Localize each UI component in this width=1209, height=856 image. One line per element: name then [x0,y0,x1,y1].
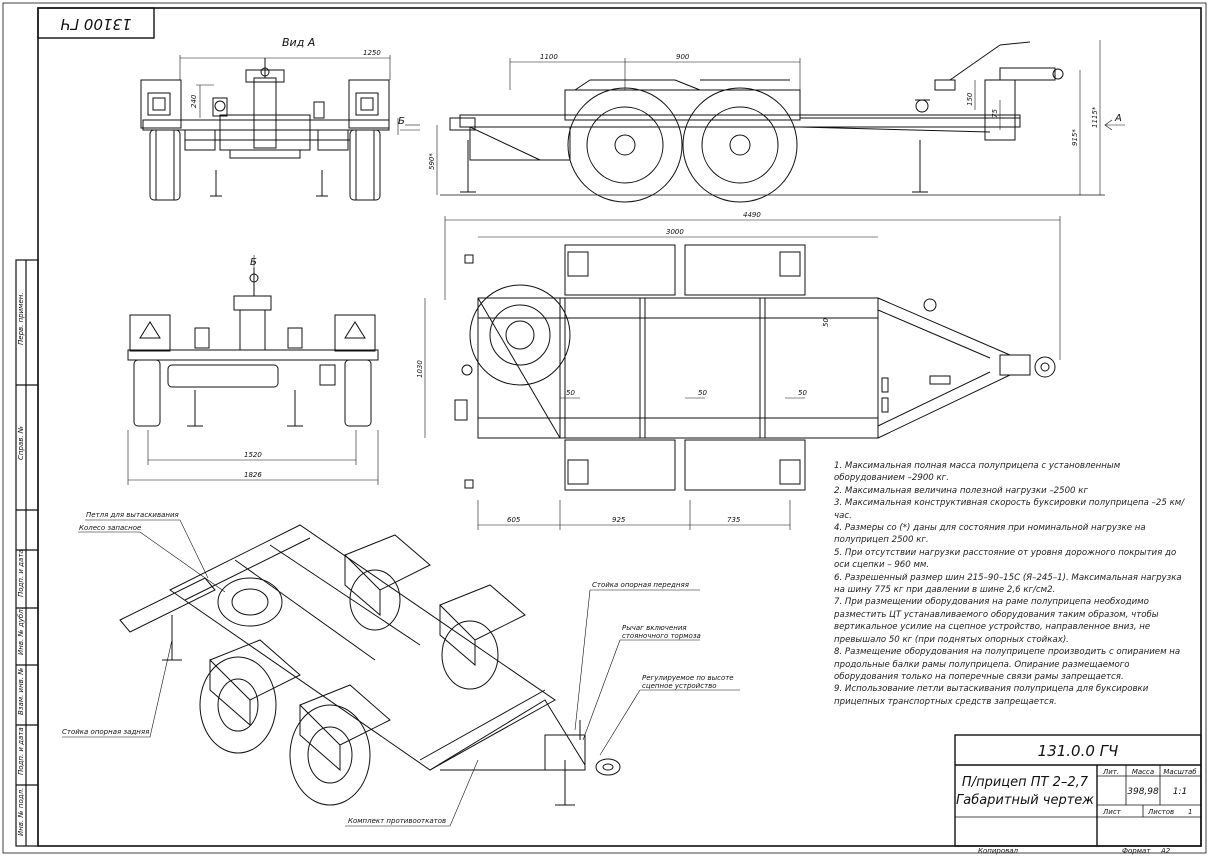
dimension-texts: 1250 240 1100 900 590* 915* 1115* 150 75… [190,49,1099,524]
rear-view-dimensions [127,255,379,485]
iso-spare-wheel [217,577,283,627]
svg-text:Перв. примен.: Перв. примен. [17,292,25,345]
tb-sheets-label: Листов [1147,808,1174,816]
svg-text:50: 50 [566,389,575,397]
callout-adjustable-1: Регулируемое по высоте [642,674,734,682]
note-8: 8. Размещение оборудования на полуприцеп… [834,647,1181,682]
svg-text:1250: 1250 [363,49,381,57]
note-2: 2. Максимальная величина полезной нагруз… [834,485,1088,496]
tb-scale-header: Масштаб [1163,768,1197,776]
svg-text:1115*: 1115* [1091,106,1099,128]
svg-text:735: 735 [727,516,741,524]
svg-text:1826: 1826 [244,471,262,479]
tb-scale-value: 1:1 [1173,787,1187,797]
svg-text:1520: 1520 [244,451,262,459]
callout-brake-lever-2: стояночного тормоза [622,632,701,640]
svg-text:50: 50 [798,389,807,397]
rear-view-b [127,268,379,427]
svg-text:925: 925 [612,516,626,524]
arrow-a-label: А [1114,113,1122,124]
tb-sheets-count: 1 [1188,808,1192,816]
title-block [954,734,1202,847]
doc-code-box [37,7,155,39]
callout-texts: Петля для вытаскивания Колесо запасное С… [62,511,734,825]
iso-wheel-4 [441,620,499,690]
svg-text:900: 900 [676,53,690,61]
svg-text:Справ. №: Справ. № [17,426,25,460]
svg-text:50: 50 [822,318,830,327]
iso-wheel-2 [289,704,371,806]
side-elevation-dimensions [400,40,1125,196]
side-wheel-rear [682,87,798,203]
svg-text:605: 605 [507,516,521,524]
svg-text:Подп. и дата: Подп. и дата [17,727,25,775]
svg-text:50: 50 [698,389,707,397]
plan-spare-wheel [469,284,571,386]
svg-text:240: 240 [190,94,198,108]
tb-designation: 131.0.0 ГЧ [1038,742,1119,760]
footer-format-value: А2 [1160,847,1171,855]
svg-text:Инв. № подл.: Инв. № подл. [17,788,25,836]
side-stamp-table [15,259,39,847]
svg-text:Взам. инв. №: Взам. инв. № [17,667,25,715]
footer-copied: Копировал [978,847,1019,855]
svg-text:3000: 3000 [666,228,684,236]
svg-text:Подп. и дата: Подп. и дата [17,549,25,597]
callout-brake-lever-1: Рычаг включения [622,624,687,632]
tb-name-line1: П/прицеп ПТ 2–2,7 [962,775,1089,790]
note-6: 6. Разрешенный размер шин 215–90–15С (Я–… [834,572,1182,596]
svg-text:1100: 1100 [540,53,558,61]
svg-text:915*: 915* [1071,129,1079,146]
callout-wheel-chocks: Комплект противооткатов [348,817,446,825]
note-7: 7. При размещении оборудования на раме п… [834,597,1159,645]
svg-text:590*: 590* [428,153,436,170]
svg-text:4490: 4490 [743,211,761,219]
arrow-b-label: Б [398,116,405,127]
note-3: 3. Максимальная конструктивная скорость … [834,498,1185,521]
note-9: 9. Использование петли вытаскивания полу… [834,684,1149,707]
note-4: 4. Размеры со (*) даны для состояния при… [834,523,1146,546]
footer-format-label: Формат [1122,847,1151,855]
tb-sheet-label: Лист [1102,808,1122,816]
technical-notes: 1. Максимальная полная масса полуприцепа… [834,460,1190,708]
side-elevation [449,41,1064,203]
tb-mass-value: 398,98 [1127,787,1159,797]
callout-front-support: Стойка опорная передняя [592,581,689,589]
callout-rear-support: Стойка опорная задняя [62,728,149,736]
tb-name-line2: Габаритный чертеж [956,793,1094,808]
plan-view [454,244,1056,491]
view-a-label: Вид А [282,36,315,49]
callout-leaders [62,519,740,827]
svg-text:1030: 1030 [416,360,424,378]
plan-view-dimensions [424,216,1061,530]
iso-wheel-3 [349,569,401,631]
note-1: 1. Максимальная полная масса полуприцепа… [834,461,1121,484]
callout-adjustable-2: сцепное устройство [642,682,717,690]
front-view-a [140,58,390,201]
callout-tow-loop: Петля для вытаскивания [86,511,179,519]
isometric-view [119,524,621,806]
note-5: 5. При отсутствии нагрузки расстояние от… [834,547,1177,571]
plan-b-label: Б [250,257,257,268]
iso-wheel-1 [199,656,277,754]
sheet-frame [37,7,1202,847]
tb-lit-header: Лит. [1102,768,1119,776]
side-wheel-front [567,87,683,203]
tb-mass-header: Масса [1132,768,1154,776]
svg-text:Инв. № дубл.: Инв. № дубл. [17,607,25,655]
svg-text:75: 75 [991,109,999,118]
side-stamp-labels: Перв. примен. Справ. № Подп. и дата Инв.… [17,292,25,836]
svg-text:150: 150 [966,92,974,106]
callout-spare-wheel: Колесо запасное [79,524,141,532]
view-a-dimensions [179,55,420,135]
doc-code-rotated: 13100 ГЧ [60,15,131,33]
